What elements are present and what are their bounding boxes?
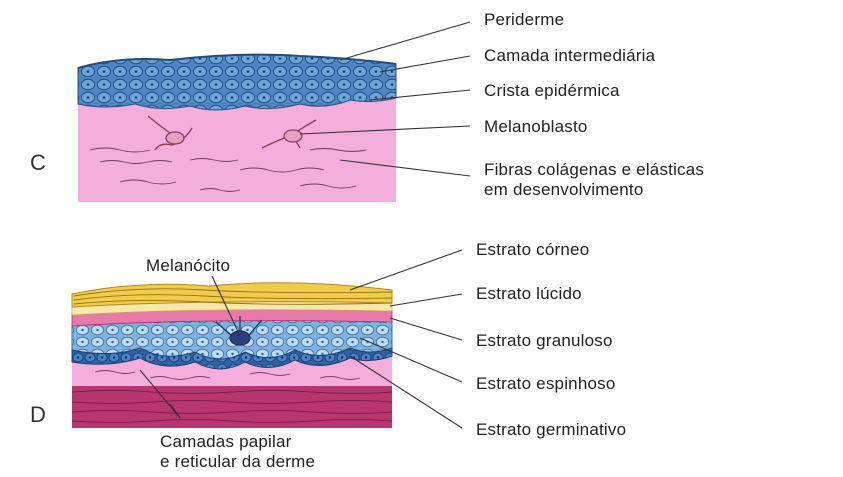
label-melanocito: Melanócito [146, 256, 230, 275]
label-reticular-derme: e reticular da derme [160, 452, 315, 471]
label-em-desenvolvimento: em desenvolvimento [484, 180, 644, 199]
panel-c-dermis [78, 92, 396, 202]
label-estrato-germinativo: Estrato germinativo [476, 420, 626, 439]
label-estrato-corneo: Estrato córneo [476, 240, 589, 259]
panel-d-drawing [72, 250, 462, 428]
panel-c-letter: C [30, 150, 46, 176]
label-estrato-granuloso: Estrato granuloso [476, 331, 613, 350]
label-camadas-papilar: Camadas papilar [160, 432, 292, 451]
panel-c-drawing [78, 22, 470, 202]
label-melanoblasto: Melanoblasto [484, 117, 588, 136]
label-camada-intermediaria: Camada intermediária [484, 46, 655, 65]
label-estrato-espinhoso: Estrato espinhoso [476, 374, 615, 393]
label-periderme: Periderme [484, 10, 564, 29]
label-fibras: Fibras colágenas e elásticas [484, 160, 704, 179]
label-crista-epidermica: Crista epidérmica [484, 81, 620, 100]
panel-d-letter: D [30, 402, 46, 428]
label-estrato-lucido: Estrato lúcido [476, 284, 582, 303]
